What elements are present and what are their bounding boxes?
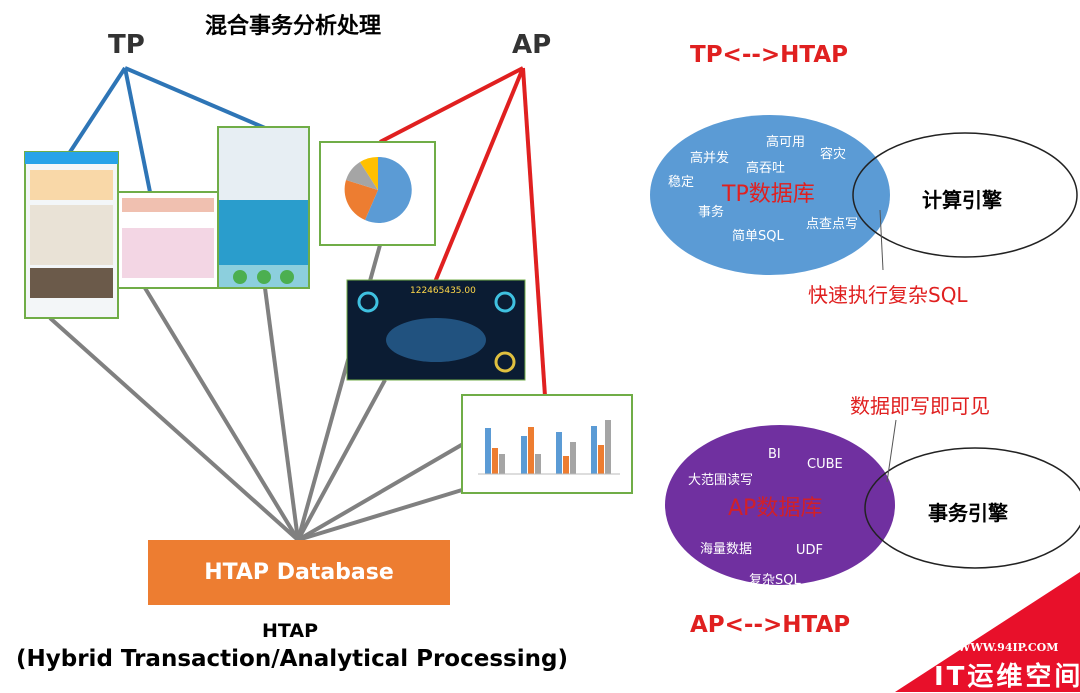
bar-chart xyxy=(478,420,620,475)
diagram-title: 混合事务分析处理 xyxy=(205,14,382,39)
tp-htap-heading: TP<-->HTAP xyxy=(690,42,848,68)
tp-feature: 点查点写 xyxy=(806,217,859,232)
watermark-background xyxy=(895,572,1080,692)
pie-chart xyxy=(344,156,412,223)
compute-engine-ellipse xyxy=(852,132,1078,258)
ap-feature: BI xyxy=(768,447,781,462)
dashboard-number: 122465435.00 xyxy=(410,286,476,296)
ap-database-label: AP数据库 xyxy=(728,496,823,521)
tp-feature: 事务 xyxy=(698,205,725,220)
tp-database-ellipse xyxy=(650,115,890,275)
watermark-name: IT运维空间 xyxy=(934,662,1080,692)
ap-feature: 复杂SQL xyxy=(749,573,801,588)
ap-lines xyxy=(379,66,547,397)
tp-callout-line xyxy=(879,209,884,271)
ap-callout-line xyxy=(886,419,897,483)
watermark-url: WWW.94IP.COM xyxy=(958,641,1059,654)
ap-feature: 大范围读写 xyxy=(688,473,754,488)
tp-feature: 简单SQL xyxy=(732,229,784,244)
htap-database-label: HTAP Database xyxy=(204,560,394,585)
ap-database-ellipse xyxy=(665,425,895,585)
tp-feature: 高吞吐 xyxy=(746,161,786,176)
tp-lines xyxy=(68,66,266,193)
ap-callout: 数据即写即可见 xyxy=(850,394,990,418)
transaction-engine-ellipse xyxy=(864,447,1080,569)
tp-database-label: TP数据库 xyxy=(722,182,815,207)
ap-feature: 海量数据 xyxy=(700,542,753,557)
tp-feature: 容灾 xyxy=(820,147,847,162)
ap-label: AP xyxy=(512,30,552,60)
tp-feature: 稳定 xyxy=(668,175,695,190)
htap-short-label: HTAP xyxy=(262,620,319,642)
tp-feature: 高并发 xyxy=(690,151,730,166)
tp-label: TP xyxy=(108,30,145,60)
tp-callout: 快速执行复杂SQL xyxy=(808,283,968,307)
tp-feature: 高可用 xyxy=(766,135,806,150)
ap-feature: CUBE xyxy=(807,457,843,472)
transaction-engine-label: 事务引擎 xyxy=(928,501,1008,525)
ap-feature: UDF xyxy=(796,543,824,558)
htap-full-label: (Hybrid Transaction/Analytical Processin… xyxy=(16,646,568,672)
compute-engine-label: 计算引擎 xyxy=(922,188,1002,212)
htap-database-box: HTAP Database xyxy=(148,540,450,605)
ap-htap-heading: AP<-->HTAP xyxy=(690,612,851,638)
